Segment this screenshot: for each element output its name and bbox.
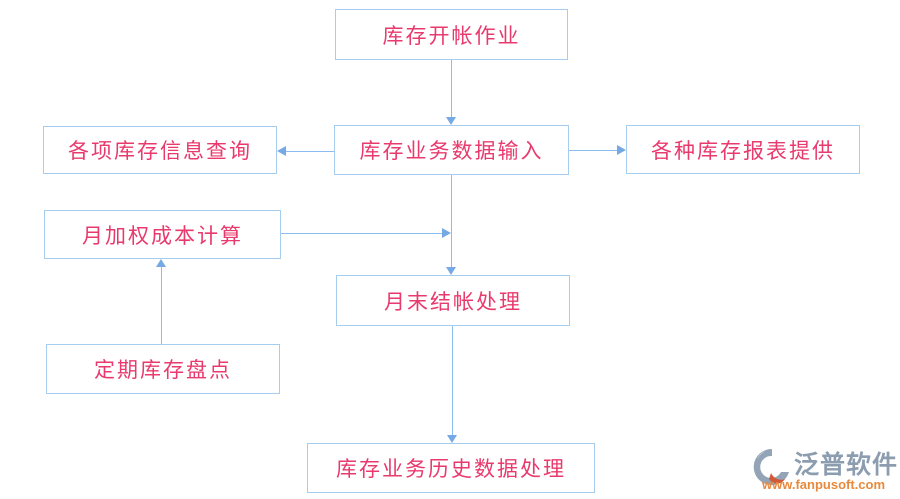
node-data-input: 库存业务数据输入: [334, 125, 569, 175]
node-periodic-count: 定期库存盘点: [46, 344, 280, 394]
arrow-left-icon: [277, 146, 286, 156]
arrow-down-icon: [446, 267, 456, 275]
brand-watermark: 泛普软件 www.fanpusoft.com: [750, 444, 898, 496]
node-weighted-cost: 月加权成本计算: [44, 210, 281, 259]
node-month-end-closing: 月末结帐处理: [336, 275, 570, 326]
arrow-right-icon: [442, 228, 451, 238]
arrow-right-icon: [617, 145, 626, 155]
arrow-down-icon: [446, 117, 456, 125]
node-history-processing: 库存业务历史数据处理: [307, 443, 595, 493]
arrow-up-icon: [156, 259, 166, 267]
brand-name: 泛普软件: [794, 451, 899, 479]
node-info-query: 各项库存信息查询: [43, 126, 277, 174]
brand-url: www.fanpusoft.com: [762, 477, 886, 492]
arrow-down-icon: [447, 435, 457, 443]
arrow-opening-to-input-line: [451, 60, 452, 117]
arrow-monthend-to-history-line: [452, 326, 453, 435]
arrow-input-to-report-line: [569, 150, 617, 151]
arrow-input-to-monthend-line: [451, 175, 452, 267]
arrow-input-to-query-line: [286, 151, 334, 152]
node-inventory-opening: 库存开帐作业: [335, 9, 568, 60]
fanpu-logo-icon: [753, 448, 789, 485]
arrow-periodic-to-weighted-line: [161, 267, 162, 344]
arrow-weighted-to-flow-line: [281, 233, 442, 234]
node-report-provide: 各种库存报表提供: [626, 125, 860, 174]
